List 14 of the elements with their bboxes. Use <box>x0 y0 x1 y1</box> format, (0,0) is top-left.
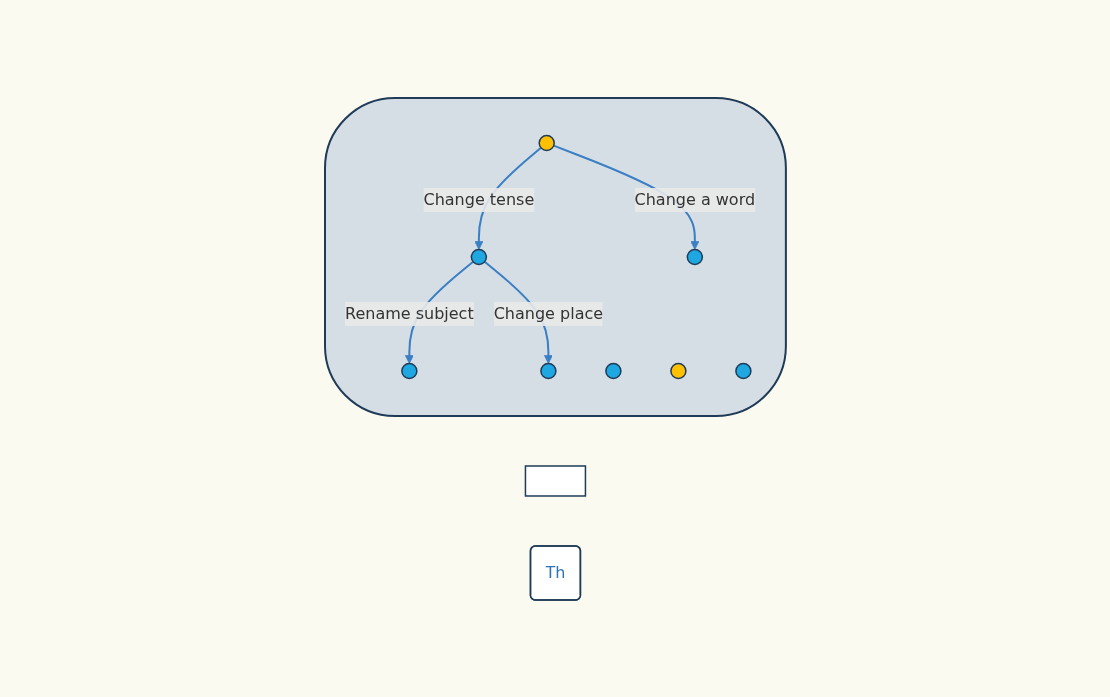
cluster <box>323 96 787 417</box>
node-circle <box>470 248 487 265</box>
edge-label: Change place <box>493 303 603 323</box>
node-circle <box>686 248 703 265</box>
node-circle <box>539 362 557 379</box>
node-circle <box>538 134 555 151</box>
node-circle <box>734 362 752 379</box>
node-circle <box>669 362 687 379</box>
edge-label: Change a word <box>634 189 755 209</box>
edge-label: Rename subject <box>344 303 474 323</box>
node-circle <box>400 362 418 379</box>
edge-label: Change tense <box>423 189 534 209</box>
node-circle <box>604 362 622 379</box>
node-box <box>524 464 586 497</box>
